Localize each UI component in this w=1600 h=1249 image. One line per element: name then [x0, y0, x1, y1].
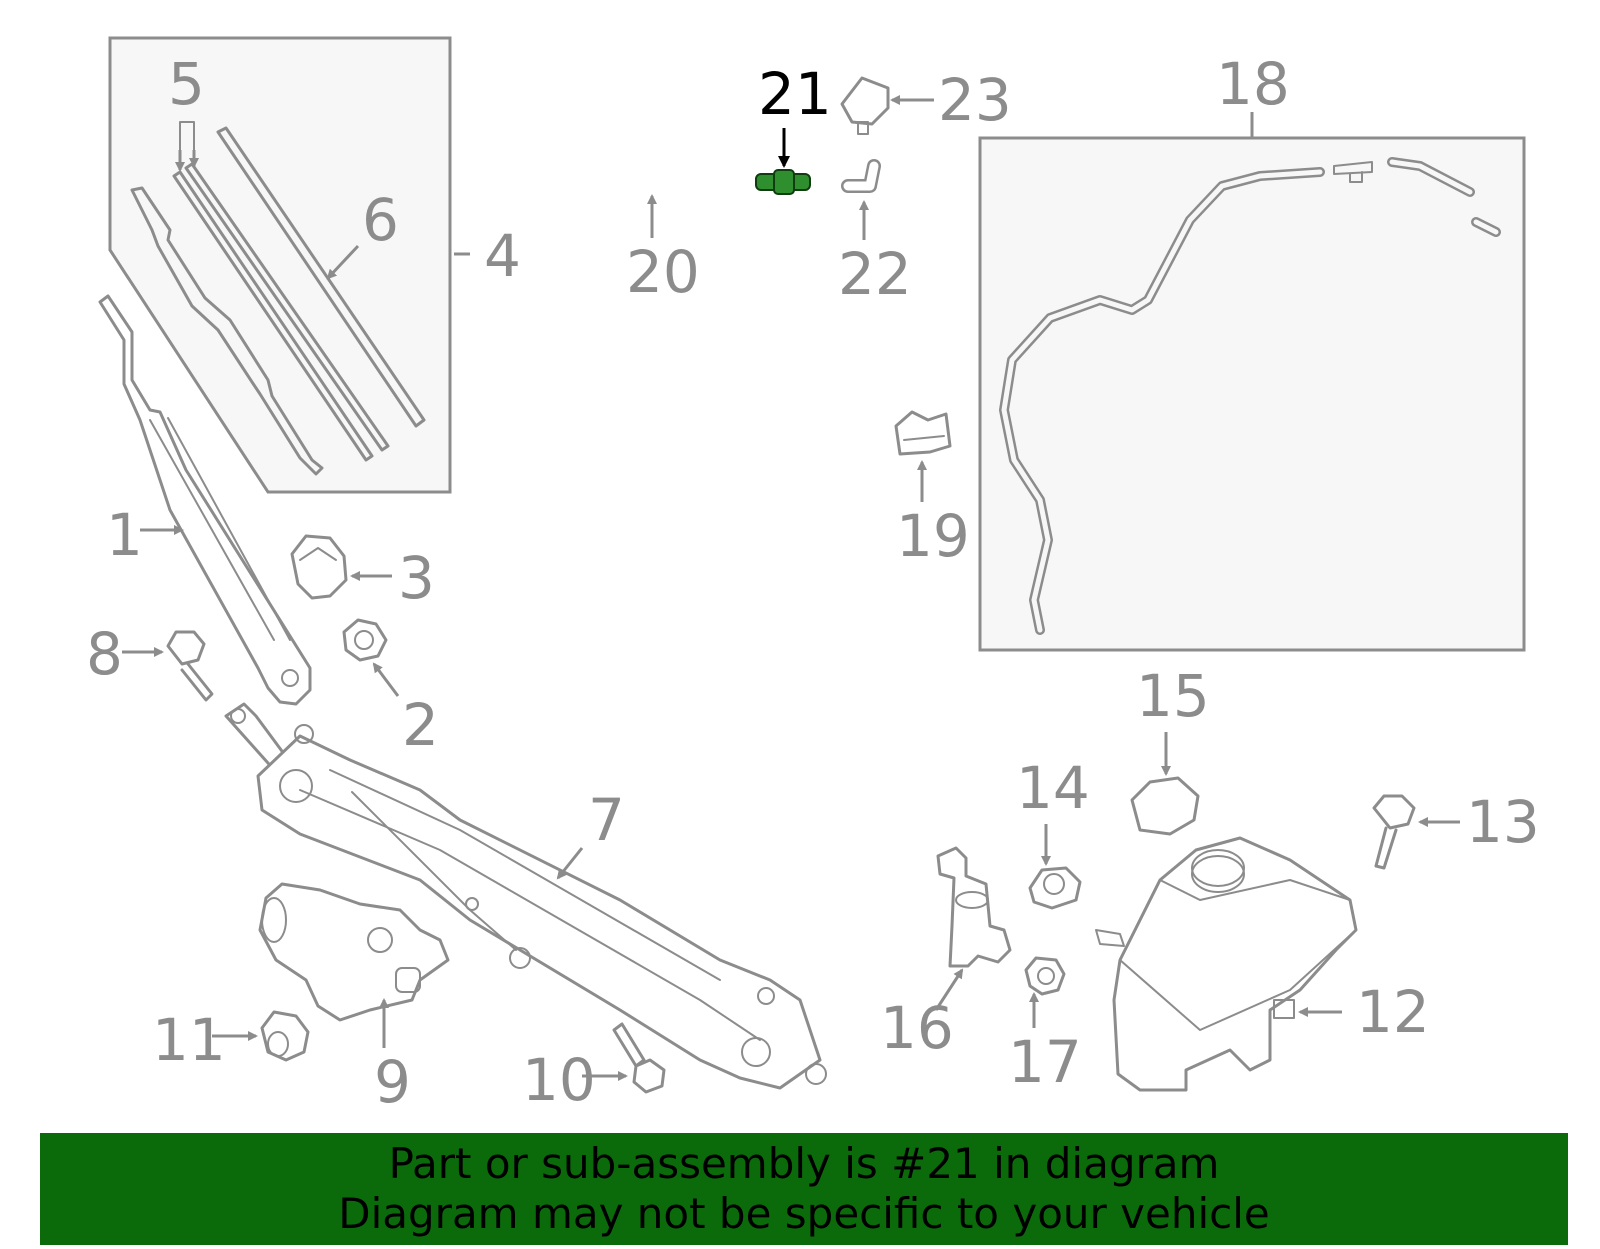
washer-nozzle-part-23	[840, 76, 934, 135]
callout-20: 20	[626, 238, 700, 306]
bolt-part-13	[1372, 794, 1460, 870]
nut-part-2	[342, 618, 400, 697]
grommet-part-17	[1024, 956, 1066, 1028]
callout-1: 1	[106, 501, 143, 569]
wiper-linkage-part-7	[224, 702, 827, 1090]
callout-7: 7	[588, 786, 625, 854]
callout-10: 10	[522, 1046, 596, 1114]
nut-part-14	[1028, 824, 1082, 910]
bolt-part-10	[582, 1022, 666, 1094]
callout-17: 17	[1008, 1028, 1082, 1096]
bolt-part-8	[122, 630, 214, 702]
pivot-cap-part-3	[290, 534, 392, 600]
callout-19: 19	[896, 502, 970, 570]
callout-18: 18	[1216, 50, 1290, 118]
wiper-motor-part-9	[258, 882, 450, 1048]
washer-pump-part-16	[934, 846, 1012, 1011]
grommet-part-11	[212, 1010, 310, 1062]
callout-2: 2	[402, 691, 439, 759]
callout-22: 22	[838, 240, 912, 308]
banner-line-1: Part or sub-assembly is #21 in diagram	[388, 1139, 1220, 1188]
hose-assembly-box-part-18	[978, 112, 1526, 652]
callout-14: 14	[1016, 754, 1090, 822]
callout-5: 5	[168, 50, 205, 118]
callout-6: 6	[362, 186, 399, 254]
wiper-blade-part-6	[216, 126, 426, 428]
callout-21-highlighted: 21	[758, 60, 832, 128]
washer-hose-part-20	[521, 103, 739, 238]
callout-9: 9	[374, 1048, 411, 1116]
banner-line-2: Diagram may not be specific to your vehi…	[338, 1189, 1270, 1238]
hose-part-22	[841, 159, 881, 240]
reservoir-cap-part-15	[1130, 732, 1200, 836]
callout-4: 4	[484, 222, 521, 290]
callout-15: 15	[1136, 662, 1210, 730]
connector-part-21-highlighted	[755, 128, 811, 195]
callout-12: 12	[1356, 978, 1430, 1046]
callout-3: 3	[398, 544, 435, 612]
callout-13: 13	[1466, 788, 1540, 856]
callout-23: 23	[938, 66, 1012, 134]
washer-reservoir-part-12	[1095, 836, 1358, 1092]
clip-part-19	[894, 410, 952, 502]
blade-refill-part-5	[172, 121, 390, 462]
part-info-banner: Part or sub-assembly is #21 in diagram D…	[40, 1133, 1568, 1245]
callout-8: 8	[86, 620, 123, 688]
wiper-arm-part-1	[98, 294, 312, 706]
callout-16: 16	[880, 994, 954, 1062]
callout-11: 11	[152, 1006, 226, 1074]
blade-frame	[130, 186, 324, 476]
